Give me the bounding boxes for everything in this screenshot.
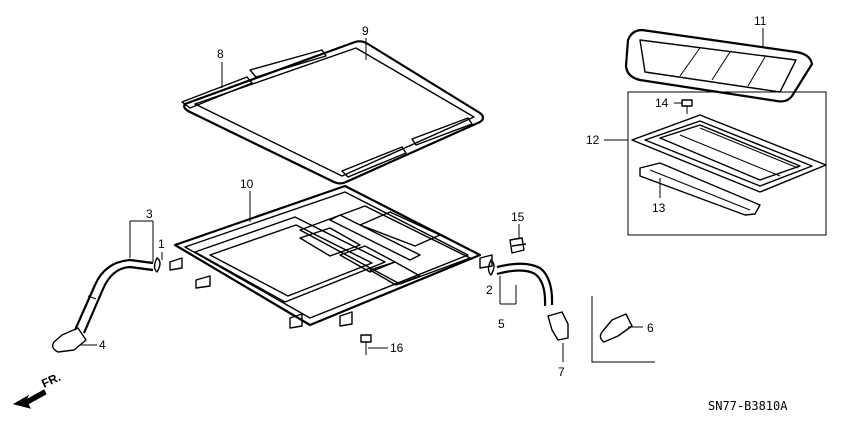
callout-14: 14 <box>655 96 669 110</box>
bolt-part <box>360 334 372 355</box>
callout-8: 8 <box>217 47 224 61</box>
callout-6: 6 <box>647 321 654 335</box>
callout-1: 1 <box>158 237 165 251</box>
callout-10: 10 <box>240 177 254 191</box>
front-direction-arrow-icon <box>12 389 47 409</box>
front-direction-label: FR. <box>39 370 62 391</box>
callout-7: 7 <box>558 365 565 379</box>
callout-11: 11 <box>754 14 767 28</box>
drain-elbow-part <box>591 296 655 363</box>
sunroof-frame-part <box>169 184 493 329</box>
sunshade-assembly-group <box>627 91 827 236</box>
callout-5: 5 <box>498 317 505 331</box>
callout-15: 15 <box>511 210 525 224</box>
diagram-code: SN77-B3810A <box>708 399 788 413</box>
roof-molding-part <box>181 40 485 185</box>
leader-lines <box>81 28 764 362</box>
callout-3: 3 <box>146 207 153 221</box>
left-drain-hose-part <box>51 257 161 353</box>
right-drain-hose-part <box>487 237 569 341</box>
callout-4: 4 <box>99 338 106 352</box>
callout-13: 13 <box>652 201 666 215</box>
callout-2: 2 <box>486 283 493 297</box>
callout-16: 16 <box>390 341 404 355</box>
glass-panel-part <box>624 28 814 103</box>
callout-12: 12 <box>586 133 600 147</box>
callout-9: 9 <box>362 24 369 38</box>
